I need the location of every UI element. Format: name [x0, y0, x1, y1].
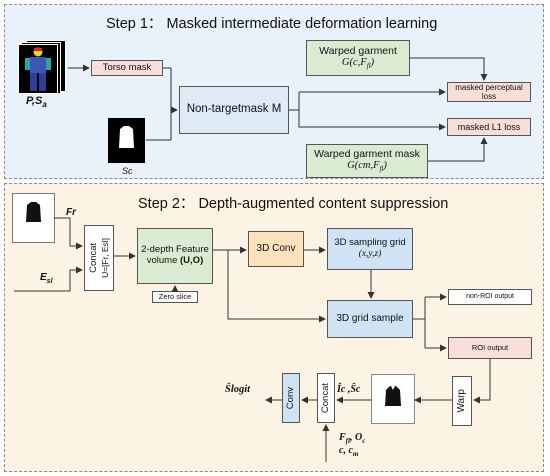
conv3d-box: 3D Conv — [248, 231, 304, 267]
step2-title: Step 2： Depth-augmented content suppress… — [138, 196, 449, 212]
feature-volume-box: 2-depth Feature volume (U,O) — [137, 228, 213, 284]
body-segmentation-icon — [25, 47, 51, 91]
warp-box: Warp — [452, 376, 472, 426]
input-label: P,Sa — [26, 95, 47, 110]
warped-garment-mask-box: Warped garment mask G(cm,Ffl) — [306, 144, 428, 178]
l1-loss-box: masked L1 loss — [447, 118, 531, 136]
garment-mask-icon — [119, 126, 134, 148]
warped-image — [371, 374, 415, 424]
nontarget-mask-box: Non-targetmask M — [179, 86, 289, 134]
conv-box: Conv — [282, 373, 300, 423]
warped-garment-box: Warped garment G(c,Ffl) — [306, 40, 410, 76]
grid-sample-box: 3D grid sample — [327, 300, 413, 338]
concat2-box: Concat — [317, 373, 335, 423]
ic-sc-label: Îc ,Ŝc — [337, 384, 361, 395]
slogit-label: Ŝlogit — [225, 384, 251, 395]
torso-mask-box: Torso mask — [91, 60, 163, 76]
non-roi-output-box: non-ROI output — [448, 289, 532, 305]
fr-image — [12, 193, 55, 243]
roi-output-box: ROI output — [448, 337, 532, 359]
perceptual-loss-box: masked perceptual loss — [447, 82, 531, 102]
esl-label: Esl — [40, 272, 53, 285]
sampling-grid-box: 3D sampling grid (x,y,z) — [327, 228, 413, 270]
shirt-icon — [26, 202, 41, 222]
sc-image — [108, 118, 145, 163]
sc-label: Sc — [122, 166, 133, 176]
warped-shirt-icon — [385, 386, 401, 406]
fr-label: Fr — [66, 207, 76, 218]
step1-title: Step 1： Masked intermediate deformation … — [106, 16, 438, 32]
input-image-stack — [18, 40, 66, 94]
bottom-inputs-label: Ffl, Oc c, cm — [339, 432, 366, 459]
